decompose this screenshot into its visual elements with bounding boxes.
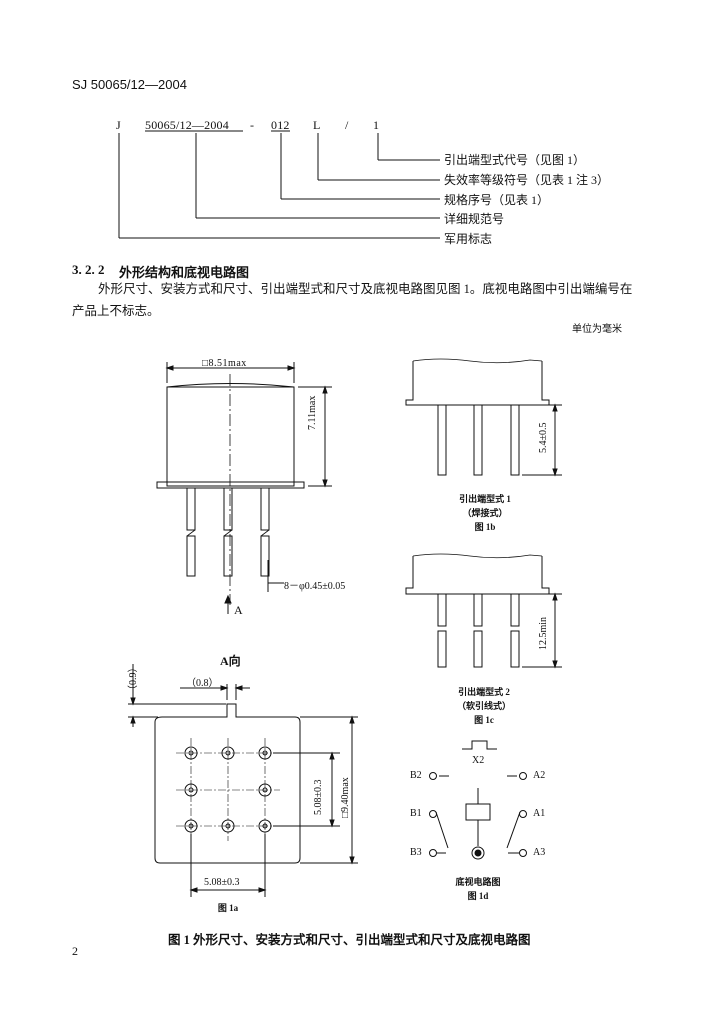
designation-part: 012 [271, 118, 290, 132]
designation-legend-item: 规格序号（见表 1） [444, 193, 550, 207]
circuit-label-b2: B2 [410, 770, 422, 781]
fig1b-caption: 图 1b [474, 522, 496, 532]
fig1a-caption: 图 1a [217, 903, 239, 913]
designation-part: L [313, 118, 321, 132]
dim-base-size: □9.40max [340, 777, 351, 818]
designation-legend-item: 失效率等级符号（见表 1 注 3） [444, 173, 610, 187]
circuit-diagram [429, 740, 527, 860]
section-paragraph-line: 外形尺寸、安装方式和尺寸、引出端型式和尺寸及底视电路图见图 1。底视电路图中引出… [98, 282, 633, 296]
circuit-label-a2: A2 [533, 770, 546, 781]
designation-legend-item: 引出端型式代号（见图 1） [444, 153, 586, 167]
circuit-label-a1: A1 [533, 808, 546, 819]
bottom-view-drawing [128, 664, 358, 897]
dim-pin-pitch-horizontal: 5.08±0.3 [204, 877, 240, 888]
circuit-label-a3: A3 [533, 847, 546, 858]
section-title: 外形结构和底视电路图 [119, 265, 250, 280]
dim-body-width: □8.51max [202, 358, 247, 369]
section-number: 3. 2. 2 [72, 262, 105, 277]
section-paragraph-line: 产品上不标志。 [72, 304, 160, 318]
document-number: SJ 50065/12—2004 [72, 77, 187, 92]
dim-tab-width: （0.8） [186, 678, 219, 689]
figure-caption: 图 1 外形尺寸、安装方式和尺寸、引出端型式和尺寸及底视电路图 [168, 933, 531, 947]
page-number: 2 [72, 944, 78, 958]
relay-side-view [156, 362, 332, 614]
designation-part: / [345, 118, 349, 132]
fig1b-caption-line: 引出端型式 1 [459, 494, 511, 504]
lead-type-1-drawing [405, 358, 562, 477]
unit-note: 单位为毫米 [572, 324, 622, 335]
bottom-view-title: A向 [220, 654, 241, 668]
circuit-label-b1: B1 [410, 808, 422, 819]
designation-legend-item: 军用标志 [444, 232, 493, 246]
dim-pin-diameter: 8－φ0.45±0.05 [284, 581, 346, 592]
fig1d-caption: 图 1d [467, 891, 489, 901]
fig1c-caption: 图 1c [474, 715, 494, 725]
view-arrow-label: A [234, 603, 243, 617]
designation-part: - [250, 118, 255, 132]
designation-part: J [116, 118, 121, 132]
dim-lead-length-2: 12.5min [538, 616, 549, 650]
fig1b-caption-line: （焊接式） [462, 508, 508, 518]
designation-part: 1 [373, 118, 380, 132]
fig1c-caption-line: 引出端型式 2 [458, 687, 510, 697]
dim-tab-height: （0.9） [128, 662, 139, 696]
designation-leader-lines [118, 130, 440, 239]
dim-lead-length-1: 5.4±0.5 [538, 422, 549, 454]
circuit-label-b3: B3 [410, 847, 422, 858]
designation-part: 50065/12—2004 [145, 118, 229, 132]
lead-type-2-drawing [405, 553, 562, 669]
fig1d-caption-line: 底视电路图 [455, 877, 501, 887]
fig1c-caption-line: （软引线式） [456, 701, 511, 711]
dim-body-height: 7.11max [307, 395, 318, 430]
circuit-label-x2: X2 [472, 755, 485, 766]
designation-legend-item: 详细规范号 [444, 212, 505, 226]
dim-pin-pitch-vertical: 5.08±0.3 [313, 779, 324, 816]
